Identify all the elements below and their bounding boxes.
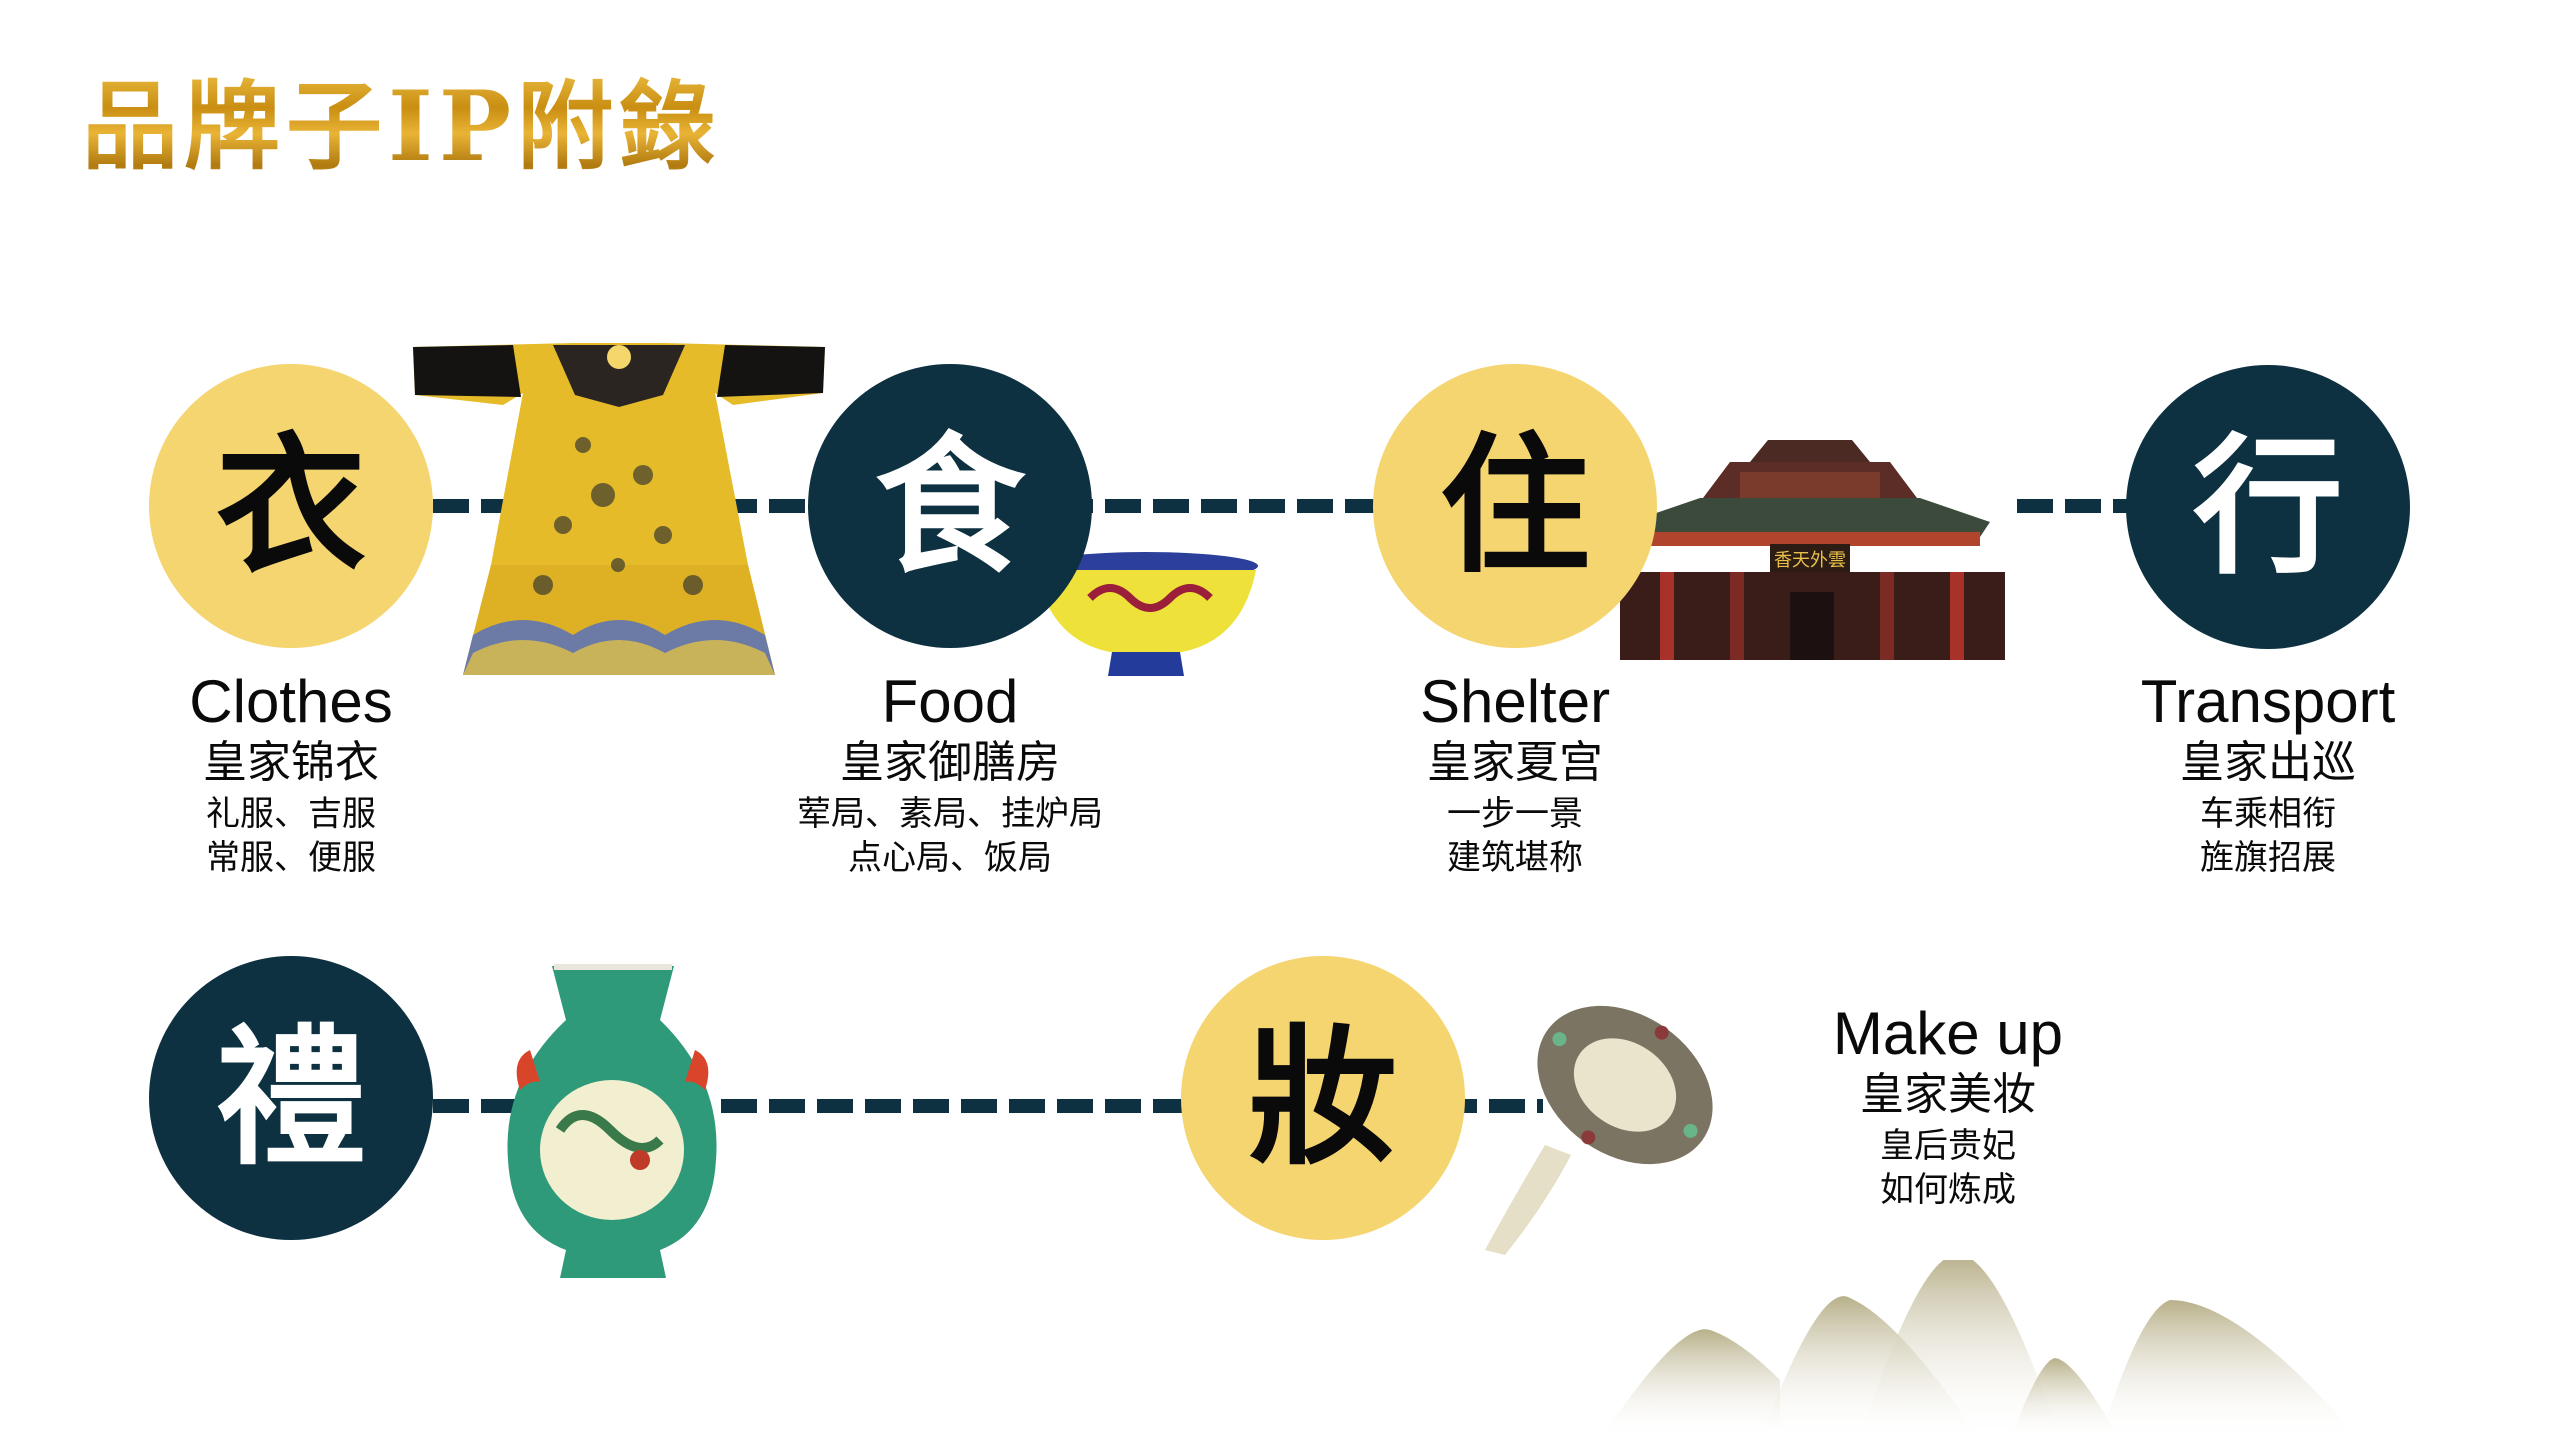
- clothes-line-1: 礼服、吉服: [206, 794, 376, 834]
- slide-title: 品牌子IP附錄: [82, 62, 721, 192]
- shelter-en-label: Shelter: [1419, 668, 1611, 735]
- food-cn-label: 皇家御膳房: [840, 737, 1060, 788]
- transport-caption: Transport 皇家出巡 车乘相衔 旌旗招展: [2058, 670, 2478, 880]
- transport-cn-label: 皇家出巡: [2180, 737, 2356, 788]
- clothes-en-label: Clothes: [189, 668, 393, 735]
- clothes-glyph: 衣: [215, 418, 366, 594]
- dragon-bowl-image: [1030, 548, 1262, 685]
- shelter-line-2: 建筑堪称: [1447, 838, 1583, 878]
- etiquette-circle: 禮: [149, 956, 433, 1240]
- food-caption: Food 皇家御膳房 荤局、素局、挂炉局 点心局、饭局: [740, 670, 1160, 880]
- palace-plaque-text: 香天外雲: [1774, 550, 1846, 571]
- shelter-circle: 住: [1373, 364, 1657, 648]
- clothes-caption: Clothes 皇家锦衣 礼服、吉服 常服、便服: [81, 670, 501, 880]
- mountain-decoration: [1580, 1253, 2560, 1440]
- transport-circle: 行: [2126, 365, 2410, 649]
- shelter-glyph: 住: [1439, 418, 1590, 594]
- food-circle: 食: [808, 364, 1092, 648]
- shelter-line-1: 一步一景: [1447, 794, 1583, 834]
- famille-rose-vase-image: [490, 960, 735, 1285]
- food-line-1: 荤局、素局、挂炉局: [797, 794, 1103, 834]
- shelter-cn-label: 皇家夏宫: [1427, 737, 1603, 788]
- clothes-cn-label: 皇家锦衣: [203, 737, 379, 788]
- makeup-circle: 妝: [1181, 956, 1465, 1240]
- imperial-robe-image: [403, 335, 835, 690]
- transport-glyph: 行: [2192, 419, 2343, 595]
- transport-line-2: 旌旗招展: [2200, 838, 2336, 878]
- food-en-label: Food: [881, 668, 1019, 735]
- etiquette-glyph: 禮: [215, 1010, 366, 1186]
- clothes-line-2: 常服、便服: [206, 838, 376, 878]
- food-line-2: 点心局、饭局: [848, 838, 1052, 878]
- summer-palace-image: 香天外雲: [1620, 432, 2005, 660]
- makeup-glyph: 妝: [1247, 1010, 1398, 1186]
- makeup-en-label: Make up: [1832, 1000, 2064, 1067]
- transport-line-1: 车乘相衔: [2200, 794, 2336, 834]
- transport-en-label: Transport: [2140, 668, 2396, 735]
- food-glyph: 食: [874, 418, 1025, 594]
- makeup-line-1: 皇后贵妃: [1880, 1126, 2016, 1166]
- clothes-circle: 衣: [149, 364, 433, 648]
- makeup-caption: Make up 皇家美妆 皇后贵妃 如何炼成: [1738, 1002, 2158, 1212]
- shelter-caption: Shelter 皇家夏宫 一步一景 建筑堪称: [1305, 670, 1725, 880]
- makeup-cn-label: 皇家美妆: [1860, 1069, 2036, 1120]
- jade-mirror-image: [1475, 995, 1725, 1260]
- makeup-line-2: 如何炼成: [1880, 1170, 2016, 1210]
